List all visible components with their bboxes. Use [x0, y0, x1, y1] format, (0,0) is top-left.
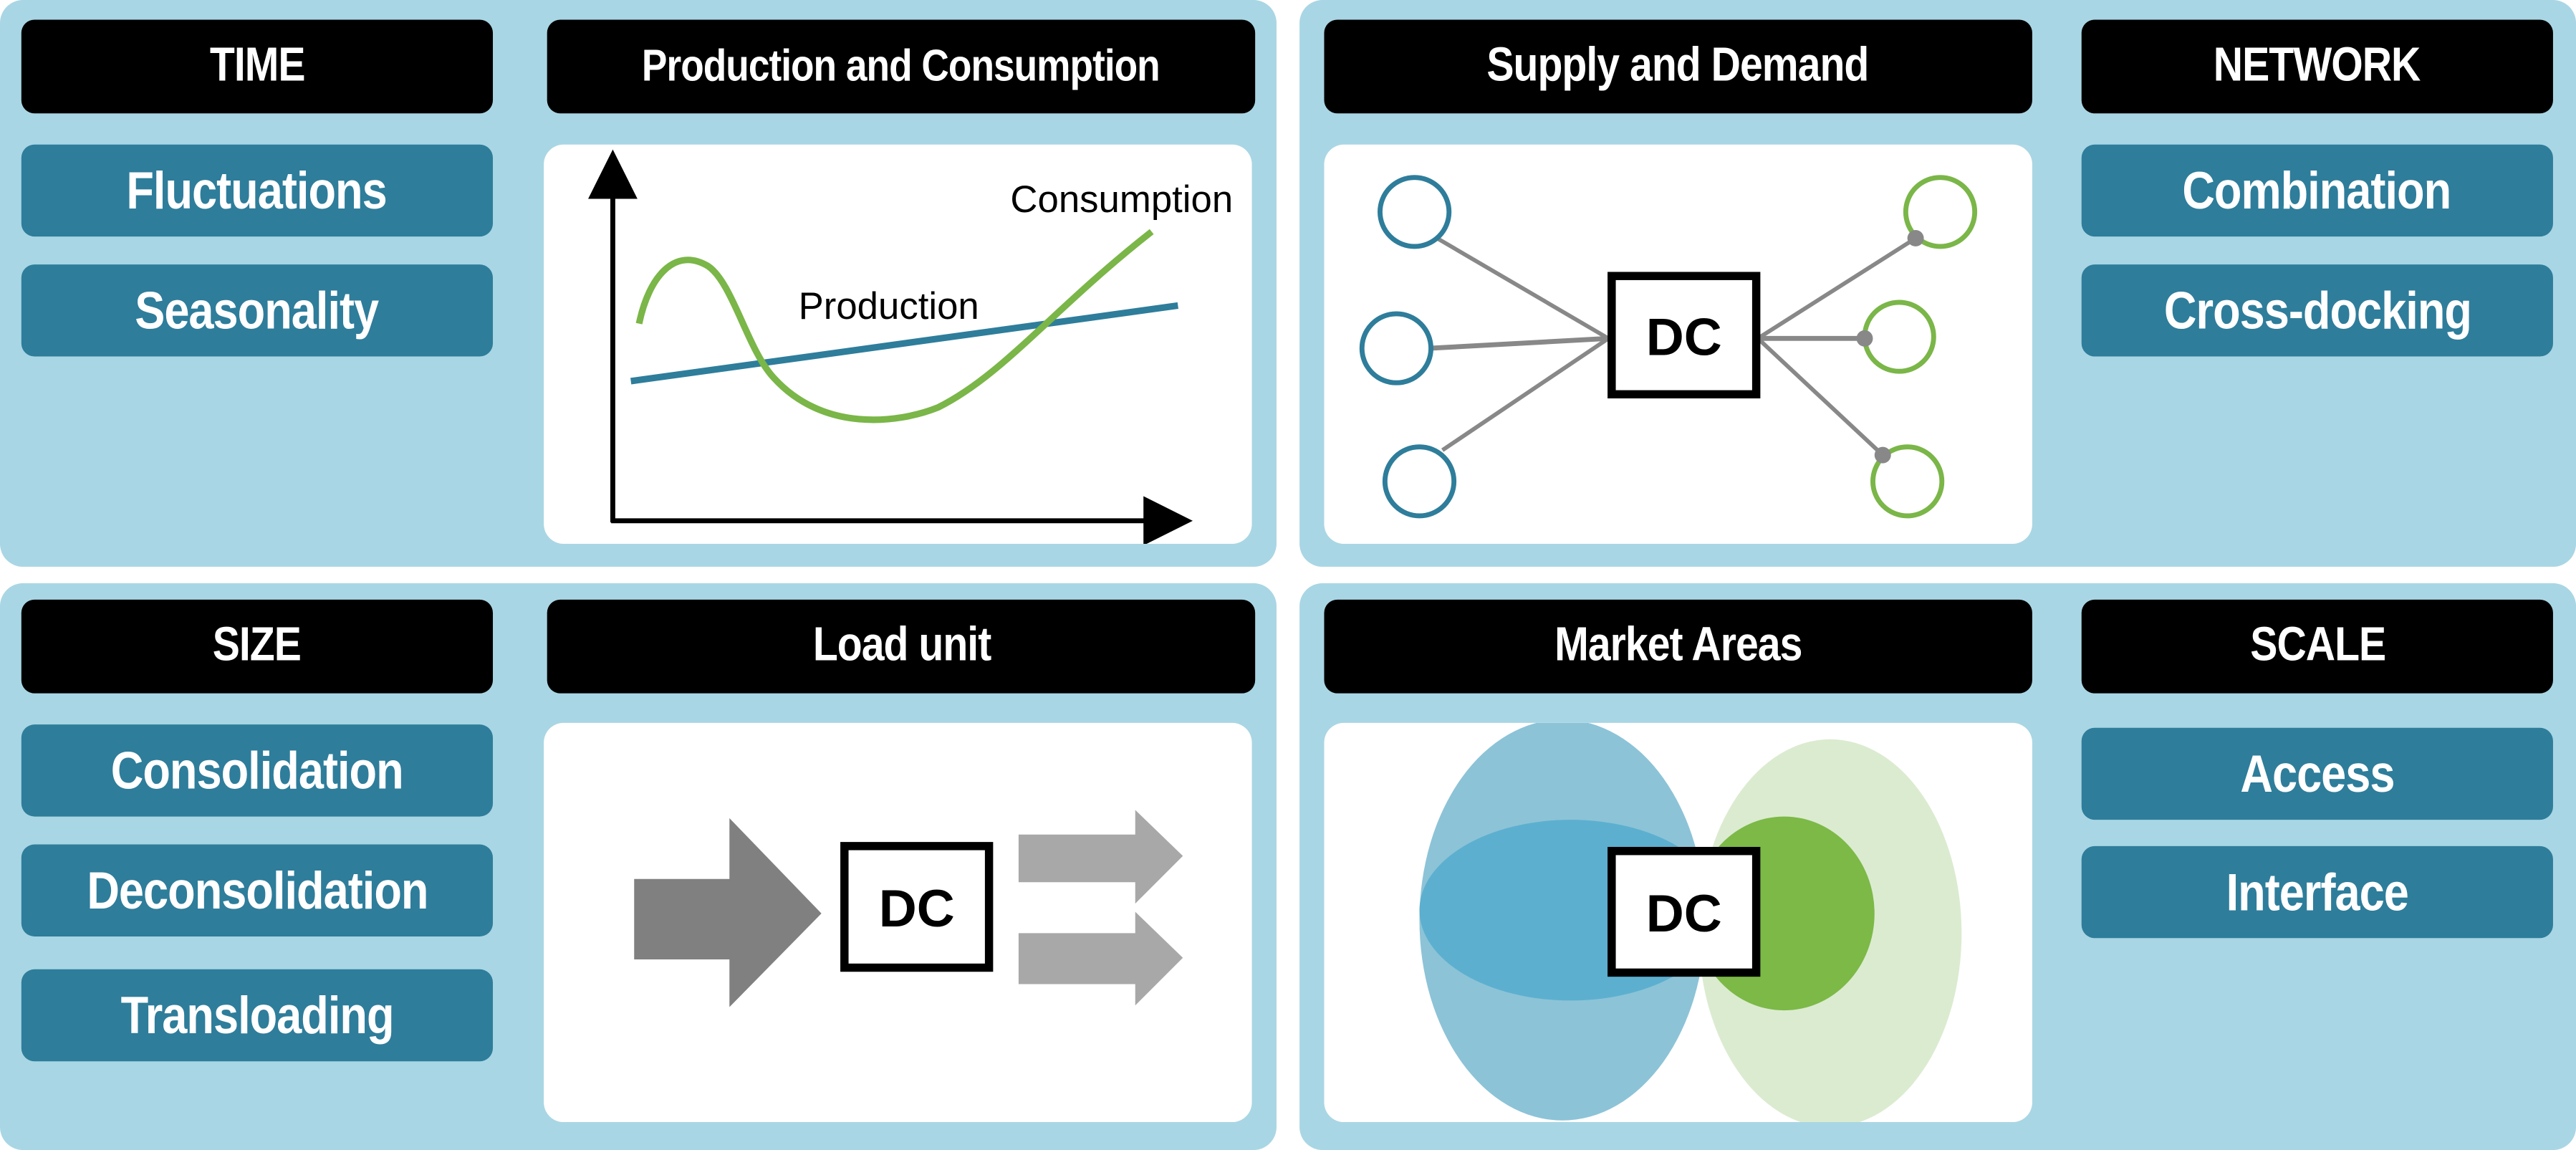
supply-node-2 — [1359, 311, 1433, 385]
topic-header-market-areas: Market Areas — [1324, 599, 2032, 694]
item-interface-label: Interface — [2226, 861, 2409, 921]
item-consolidation: Consolidation — [21, 724, 494, 817]
category-header-network: NETWORK — [2081, 19, 2553, 114]
connector-demand-3 — [1756, 337, 1885, 457]
category-header-time-label: TIME — [209, 39, 306, 92]
connector-supply-1 — [1433, 234, 1610, 340]
item-access: Access — [2081, 727, 2553, 820]
supply-demand-graphic: DC — [1324, 144, 2032, 544]
market-areas-svg: DC — [1419, 722, 1962, 1123]
topic-header-load-unit: Load unit — [547, 599, 1256, 694]
item-transloading: Transloading — [21, 969, 494, 1062]
outbound-arrow-2 — [1018, 911, 1183, 1006]
category-header-scale-label: SCALE — [2249, 619, 2385, 672]
item-consolidation-label: Consolidation — [110, 739, 404, 800]
item-deconsolidation: Deconsolidation — [21, 844, 494, 936]
connector-dot-2 — [1856, 330, 1873, 347]
connector-dot-3 — [1874, 446, 1891, 464]
category-header-size: SIZE — [21, 599, 494, 694]
item-interface: Interface — [2081, 845, 2553, 939]
item-combination-label: Combination — [2183, 160, 2452, 220]
dc-label: DC — [879, 879, 955, 938]
item-fluctuations: Fluctuations — [21, 144, 494, 237]
demand-node-3 — [1870, 444, 1945, 519]
production-consumption-svg: Production Consumption — [588, 149, 1233, 544]
consumption-curve — [635, 229, 1154, 423]
category-header-network-label: NETWORK — [2214, 39, 2422, 92]
category-header-scale: SCALE — [2081, 599, 2553, 694]
topic-header-supply-demand: Supply and Demand — [1324, 19, 2032, 114]
demand-node-1 — [1903, 175, 1978, 249]
item-seasonality: Seasonality — [21, 264, 494, 357]
item-combination: Combination — [2081, 144, 2553, 237]
inbound-arrow — [634, 818, 822, 1007]
load-unit-svg: DC — [634, 810, 1183, 1007]
market-areas-graphic: DC — [1324, 722, 2032, 1123]
topic-header-load-unit-label: Load unit — [812, 619, 991, 672]
topic-header-production-consumption: Production and Consumption — [547, 19, 1256, 114]
topic-header-production-consumption-label: Production and Consumption — [642, 41, 1161, 91]
item-transloading-label: Transloading — [120, 984, 394, 1045]
production-label: Production — [799, 285, 979, 327]
item-cross-docking-label: Cross-docking — [2163, 279, 2471, 340]
consumption-label: Consumption — [1010, 178, 1233, 221]
supply-node-1 — [1378, 175, 1452, 249]
connector-dot-1 — [1907, 230, 1924, 246]
supply-node-3 — [1382, 444, 1457, 519]
category-header-time: TIME — [21, 19, 494, 114]
demand-node-2 — [1862, 300, 1936, 374]
item-fluctuations-label: Fluctuations — [127, 160, 388, 220]
item-seasonality-label: Seasonality — [135, 279, 380, 340]
connector-supply-2 — [1429, 335, 1609, 351]
dc-box — [1607, 846, 1761, 977]
item-access-label: Access — [2240, 743, 2395, 803]
outbound-arrow-1 — [1018, 810, 1183, 904]
production-consumption-graphic: Production Consumption — [544, 144, 1252, 544]
dc-label: DC — [1646, 884, 1722, 943]
item-cross-docking: Cross-docking — [2081, 264, 2553, 357]
topic-header-market-areas-label: Market Areas — [1554, 619, 1802, 672]
connector-demand-1 — [1756, 236, 1917, 340]
item-deconsolidation-label: Deconsolidation — [86, 860, 428, 919]
category-header-size-label: SIZE — [213, 619, 302, 672]
load-unit-graphic: DC — [544, 722, 1252, 1123]
dc-box — [840, 842, 994, 972]
supply-demand-svg: DC — [1359, 175, 1978, 519]
connector-supply-3 — [1441, 336, 1610, 452]
dc-label: DC — [1646, 307, 1722, 366]
production-line — [630, 302, 1178, 385]
topic-header-supply-demand-label: Supply and Demand — [1487, 39, 1870, 92]
dc-box — [1607, 272, 1761, 399]
